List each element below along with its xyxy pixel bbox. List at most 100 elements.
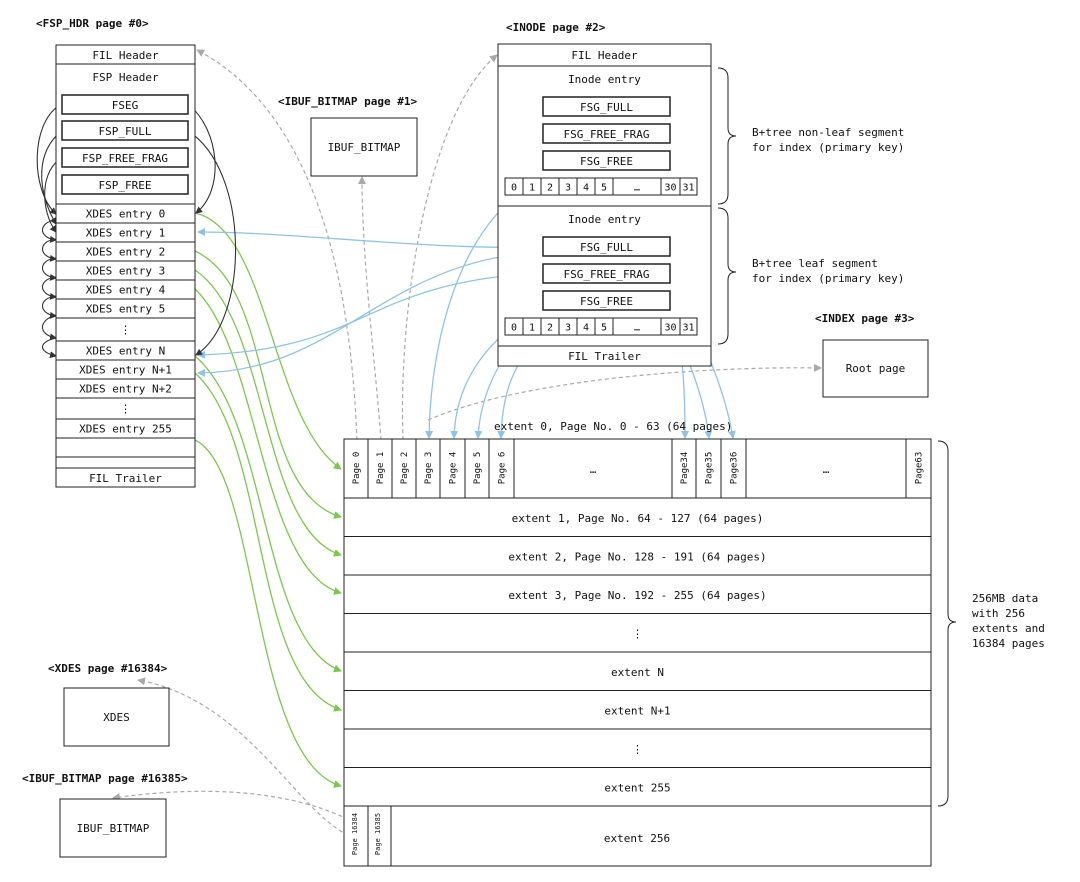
- extent0-ellipsis: …: [590, 463, 597, 476]
- xdes2-to-extent2-arrow: [194, 269, 342, 557]
- fsp-hdr-title: <FSP_HDR page #0>: [36, 17, 149, 30]
- fsp-hdr-fil-header: FIL Header: [92, 49, 159, 62]
- extent-row-label: extent N: [611, 666, 664, 679]
- inode-slot-label: 0: [511, 183, 517, 194]
- xdes-chain-0-1: [41, 219, 57, 243]
- xdes-entry-label: XDES entry 3: [86, 265, 165, 278]
- extent0-page-label: Page36: [730, 452, 740, 485]
- inode-slot-label: 1: [529, 183, 535, 194]
- extent256-label: extent 256: [604, 832, 670, 845]
- inode-list-label: FSG_FULL: [580, 101, 633, 114]
- inode-slot-label: 1: [529, 323, 535, 334]
- inode-entry-2-title: Inode entry: [568, 213, 641, 226]
- inode-slot-label: 5: [601, 183, 607, 194]
- inode-slot-label: …: [634, 183, 640, 194]
- page0-to-fsp-hdr-arrow: [196, 49, 358, 441]
- fseg-box: [61, 94, 189, 115]
- data-note-line-2: with 256: [972, 607, 1025, 620]
- inode-list-label: FSG_FREE_FRAG: [563, 268, 649, 281]
- page16384-to-xdes-arrow: [137, 677, 356, 839]
- inode-slot-label: 0: [511, 323, 517, 334]
- extent-row-label: extent 2, Page No. 128 - 191 (64 pages): [508, 551, 766, 564]
- xdes-page: <XDES page #16384> XDES: [48, 662, 170, 747]
- extent-rows: extent 1, Page No. 64 - 127 (64 pages) ex…: [343, 497, 932, 807]
- fsp-free-frag-label: FSP_FREE_FRAG: [82, 152, 168, 165]
- fsp-free-frag-box: [61, 147, 189, 168]
- inode-slot-label: 5: [601, 323, 607, 334]
- extent0-page-label: Page 6: [498, 452, 508, 485]
- xdes-entry-label: XDES entry N+2: [79, 383, 172, 396]
- xdes-entry-label: XDES entry 2: [86, 246, 165, 259]
- inode-list-box: [542, 236, 671, 257]
- xdes3-to-extent3-arrow: [194, 288, 342, 595]
- xdes-page-box: [63, 687, 170, 747]
- extent-row: [343, 613, 932, 653]
- inode-slot-label: 31: [682, 183, 694, 194]
- root-page-label: Root page: [846, 362, 906, 375]
- xdes-entry-label: ⋮: [120, 324, 131, 337]
- xdes-entry-label: XDES entry 0: [86, 208, 165, 221]
- inode-entry-2-brace: [717, 207, 737, 345]
- extent0-page-cell: [745, 438, 907, 499]
- xdes-chain-dots-n: [41, 337, 57, 359]
- fseg-label: FSEG: [112, 99, 139, 112]
- extent0-page-cell: [367, 438, 393, 499]
- extent-row-label: extent 255: [604, 782, 670, 795]
- root-page-box: [822, 339, 929, 398]
- inode-list-box: [542, 290, 671, 311]
- ibuf-bitmap-page-1: <IBUF_BITMAP page #1> IBUF_BITMAP: [278, 95, 418, 177]
- extent-row-label: extent 3, Page No. 192 - 255 (64 pages): [508, 589, 766, 602]
- inode-list-label: FSG_FREE: [580, 295, 633, 308]
- fsp-hdr-fil-trailer: FIL Trailer: [89, 472, 162, 485]
- fsp-free-to-xdes-arrow: [41, 130, 63, 225]
- extent0-page-label: Page63: [915, 452, 925, 485]
- inode-entry-1-title: Inode entry: [568, 73, 641, 86]
- inode-fil-trailer-cell: [497, 345, 712, 367]
- xdes-chain-3-4: [41, 276, 57, 300]
- extent-row: [343, 728, 932, 768]
- extent0-page-cell: [415, 438, 441, 499]
- inode-slot-label: 4: [583, 183, 589, 194]
- xdes1-to-extent1-arrow: [194, 250, 342, 519]
- page-16384-label: Page 16384: [351, 813, 359, 855]
- inode-slot-label: 30: [664, 183, 676, 194]
- extent-row: [343, 536, 932, 576]
- inode-slot-label: 4: [583, 323, 589, 334]
- xdes-n1-to-extent-n1-arrow: [194, 372, 342, 712]
- xdes-chain-2-3: [41, 257, 57, 281]
- ibuf-bitmap-16385-box: [59, 798, 167, 858]
- inode-title: <INODE page #2>: [506, 21, 606, 34]
- page1-to-ibuf-bitmap-arrow: [358, 176, 382, 441]
- xdes0-to-extent0-arrow: [194, 212, 342, 470]
- index-page: <INDEX page #3> Root page: [815, 312, 929, 398]
- fsg-full-to-xdes1-arrow: [197, 228, 541, 248]
- fseg-to-xdes0-arrow: [36, 103, 63, 215]
- ibuf-bitmap-1-box: [310, 117, 418, 177]
- page-16385-label: Page 16385: [374, 813, 382, 855]
- fsp-free-frag-to-xdes-n-arrow: [187, 130, 237, 356]
- xdes-entry-label: XDES entry N: [86, 345, 165, 358]
- page3-to-root-page-arrow: [427, 363, 822, 421]
- inode-list-box: [542, 263, 671, 284]
- data-region-brace: [937, 440, 957, 807]
- extent0-page-cell: [905, 438, 932, 499]
- data-pages: extent 0, Page No. 0 - 63 (64 pages) Pag…: [343, 420, 1045, 867]
- fsp-free-label: FSP_FREE: [99, 179, 152, 192]
- inode-slot-label: 2: [547, 323, 553, 334]
- ibuf-bitmap-16385-label: IBUF_BITMAP: [77, 822, 150, 835]
- inode-slot-label: 30: [664, 323, 676, 334]
- extent0-page-cell: [488, 438, 515, 499]
- extent0-page-label: Page35: [705, 452, 715, 485]
- inode-slot-label: 31: [682, 323, 694, 334]
- brace-2-line-1: B+tree leaf segment: [752, 257, 878, 270]
- inode-entry-1-brace: [717, 67, 737, 205]
- extent-row-label: extent 1, Page No. 64 - 127 (64 pages): [512, 512, 764, 525]
- brace-1-line-2: for index (primary key): [752, 141, 904, 154]
- extent0-page-cell: [695, 438, 722, 499]
- extent-row: [343, 574, 932, 614]
- xdes-entry-label: XDES entry 255: [79, 423, 172, 436]
- extent0-page-cell: [720, 438, 747, 499]
